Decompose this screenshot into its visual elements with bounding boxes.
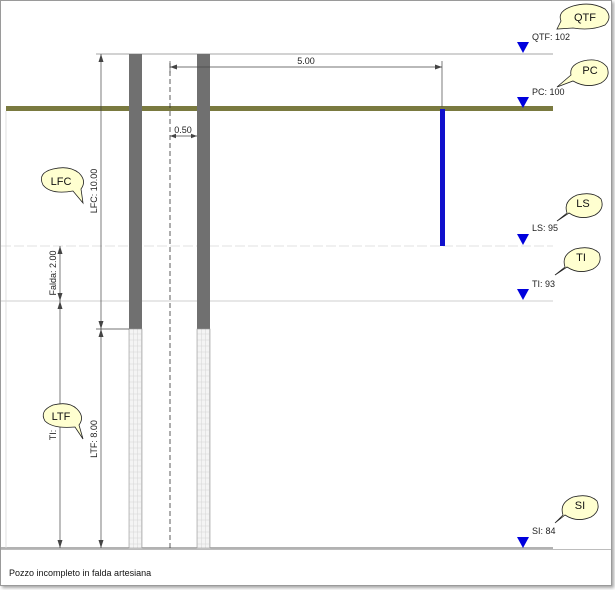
ground-surface [6, 106, 553, 111]
callout-si[interactable]: SI [554, 495, 599, 524]
falda-dim-arrow-bottom [57, 293, 63, 301]
diagram-caption: Pozzo incompleto in falda artesiana [9, 568, 152, 578]
callout-lfc[interactable]: LFC [40, 167, 84, 205]
ltf-dimension-label: LTF: 8.00 [89, 420, 99, 458]
ltf-dim-arrow-bottom [98, 540, 104, 548]
pc-level-label: PC: 100 [532, 87, 565, 97]
caption-bar: Pozzo incompleto in falda artesiana [1, 549, 611, 585]
ti-dim-arrow-bottom [57, 540, 63, 548]
ltf-dim-arrow-top [98, 329, 104, 337]
casing-wall-left [129, 54, 142, 329]
ls-level-marker-icon [517, 234, 529, 245]
si-level-label: SI: 84 [532, 526, 556, 536]
ls-level-label: LS: 95 [532, 223, 558, 233]
callout-qtf-text: QTF [574, 12, 596, 24]
callout-qtf[interactable]: QTF [556, 3, 610, 30]
callout-ti-text: TI [576, 252, 586, 264]
callout-ltf[interactable]: LTF [42, 403, 84, 440]
qtf-level-label: QTF: 102 [532, 32, 570, 42]
filter-wall-left [128, 328, 143, 549]
falda-dimension-label: Falda: 2.00 [48, 250, 58, 295]
callout-si-text: SI [575, 500, 585, 512]
width-dimension-label: 5.00 [297, 56, 315, 66]
falda-dim-arrow-top [57, 246, 63, 254]
pc-level-marker-icon [517, 97, 529, 108]
lfc-dim-arrow-top [98, 54, 104, 62]
piezometric-bar [440, 109, 445, 246]
diameter-dim-arrow-right [191, 133, 197, 139]
ti-level-marker-icon [517, 289, 529, 300]
callout-ls-text: LS [576, 198, 589, 210]
callout-ltf-text: LTF [52, 411, 71, 423]
ti-dimension-label: TI: [48, 430, 58, 441]
lfc-dimension-label: LFC: 10.00 [89, 169, 99, 214]
si-level-marker-icon [517, 537, 529, 548]
ti-dim-arrow-top [57, 301, 63, 309]
diameter-dim-arrow-left [170, 133, 176, 139]
qtf-level-marker-icon [517, 42, 529, 53]
callout-pc-text: PC [582, 65, 597, 77]
diameter-dimension-label: 0.50 [174, 125, 192, 135]
casing-wall-right [197, 54, 210, 329]
width-dim-arrow-right [435, 64, 442, 70]
callout-ti[interactable]: TI [554, 247, 601, 276]
ti-level-label: TI: 93 [532, 279, 555, 289]
well-diagram: 5.00 0.50 LFC: 10.00 Falda: 2.00 TI: LTF… [1, 3, 610, 549]
filter-wall-right [196, 328, 211, 549]
callout-ls[interactable]: LS [556, 193, 603, 222]
lfc-dim-arrow-bottom [98, 321, 104, 329]
callout-lfc-text: LFC [51, 176, 72, 188]
callout-pc[interactable]: PC [556, 59, 609, 88]
width-dim-arrow-left [170, 64, 177, 70]
